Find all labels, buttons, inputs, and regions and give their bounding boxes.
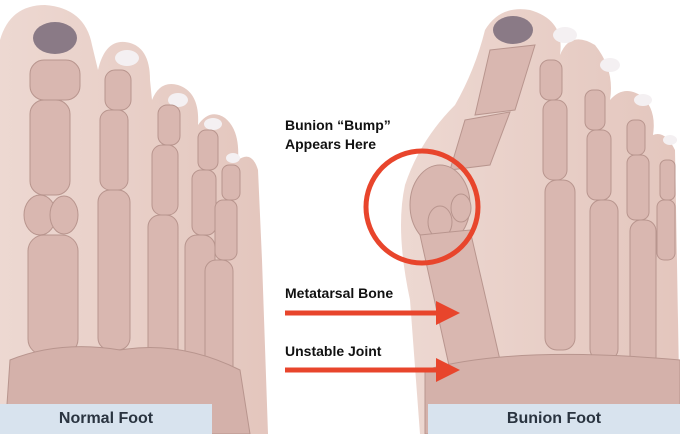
bunion-bump-label-line1: Bunion “Bump” [285,116,391,135]
bunion-foot-illustration [395,0,680,434]
unstable-joint-label: Unstable Joint [285,342,381,361]
bunion-bump-label: Bunion “Bump” Appears Here [285,116,391,154]
normal-foot-illustration [0,0,270,434]
metatarsal-bone-label: Metatarsal Bone [285,284,393,303]
normal-foot-caption: Normal Foot [0,404,212,434]
bunion-foot-caption: Bunion Foot [428,404,680,434]
bunion-bump-label-line2: Appears Here [285,135,391,154]
